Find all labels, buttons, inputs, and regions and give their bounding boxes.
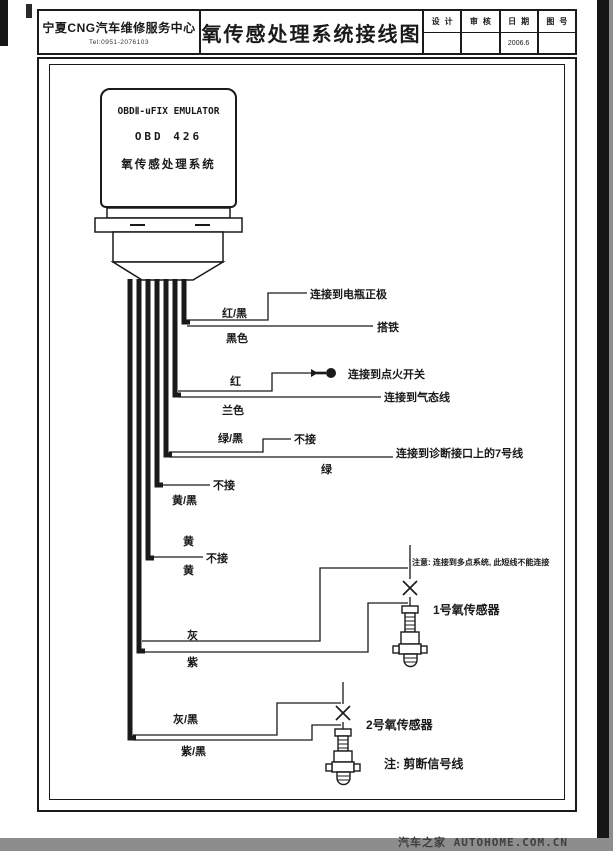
cut-x-icon-1 [402, 580, 418, 596]
ignition-key-icon [311, 368, 336, 378]
scan-artifact-left-bar [0, 0, 8, 46]
field-date-value: 2006.6 [507, 39, 530, 47]
field-drawing-no: 图号 [536, 11, 575, 53]
lead-lines [133, 292, 408, 741]
company-name: 宁夏CNG汽车维修服务中心 [42, 20, 196, 35]
field-date-label: 日期 [500, 11, 537, 33]
conn-battery-positive: 连接到电瓶正极 [310, 289, 387, 301]
cut-x-icon-2 [335, 705, 351, 721]
scan-artifact-bottom-bar [0, 838, 613, 851]
sensor2-branch [325, 682, 361, 786]
field-review: 审核 [460, 11, 499, 53]
conn-not-connected-yellow: 不接 [206, 553, 228, 565]
wire-label-purple: 紫 [187, 657, 198, 669]
wire-bundle [127, 279, 190, 741]
wire-label-blue: 兰色 [222, 405, 244, 417]
drawing-title-cell: 氧传感处理系统接线图 [199, 11, 422, 53]
drawing-frame-inner [49, 64, 565, 800]
scan-artifact-right-bar [597, 0, 609, 838]
conn-ignition-switch: 连接到点火开关 [348, 369, 425, 381]
oxygen-sensor-icon-2 [325, 728, 361, 786]
watermark: 汽车之家 AUTOHOME.COM.CN [398, 836, 568, 849]
company-cell: 宁夏CNG汽车维修服务中心 Tel:0951-2076103 [39, 11, 199, 53]
wire-label-red: 红 [230, 376, 241, 388]
emulator-model-line2: OBD 426 [134, 130, 203, 143]
field-date: 日期 2006.6 [498, 11, 537, 53]
emulator-box: OBDⅡ-uFIX EMULATOR OBD 426 氧传感处理系统 [100, 88, 237, 208]
page-title: 氧传感处理系统接线图 [201, 23, 422, 46]
field-review-label: 审核 [462, 11, 499, 33]
scan-artifact-right-edge [609, 0, 613, 838]
sensor1-branch [392, 545, 428, 668]
conn-not-connected-green-black: 不接 [294, 434, 316, 446]
connector-stack [94, 207, 243, 281]
company-tel: Tel:0951-2076103 [88, 38, 150, 46]
wire-label-purple-black: 紫/黑 [181, 746, 207, 758]
wire-label-red-black: 红/黑 [222, 308, 248, 320]
scan-artifact-speck [26, 4, 32, 18]
wire-label-gray: 灰 [187, 630, 198, 642]
conn-diagnostic-pin7: 连接到诊断接口上的7号线 [396, 448, 524, 460]
wire-label-black: 黑色 [226, 333, 248, 345]
drawing-frame-outer [37, 57, 577, 812]
field-design-label: 设计 [424, 11, 461, 33]
wire-label-yellow-bottom: 黄 [183, 565, 194, 577]
oxygen-sensor-icon-1 [392, 605, 428, 668]
emulator-model-line1: OBDⅡ-uFIX EMULATOR [117, 106, 220, 117]
emulator-model-line3: 氧传感处理系统 [121, 159, 216, 171]
conn-not-connected-yellow-black: 不接 [213, 480, 235, 492]
field-design: 设计 [422, 11, 461, 53]
multi-point-warning-note: 注意: 连接到多点系统, 此短线不能连接 [412, 558, 550, 567]
wire-label-gray-black: 灰/黑 [173, 714, 199, 726]
cut-signal-note: 注: 剪断信号线 [384, 757, 464, 771]
wire-label-yellow-black: 黄/黑 [172, 495, 198, 507]
conn-gas-line: 连接到气态线 [384, 392, 450, 404]
sensor2-label: 2号氧传感器 [366, 718, 433, 732]
title-block: 宁夏CNG汽车维修服务中心 Tel:0951-2076103 氧传感处理系统接线… [37, 9, 577, 55]
wire-label-yellow-top: 黄 [183, 536, 194, 548]
conn-ground: 搭铁 [377, 322, 399, 334]
wire-label-green-black: 绿/黑 [218, 433, 244, 445]
sensor1-label: 1号氧传感器 [433, 603, 500, 617]
wire-label-green: 绿 [321, 464, 332, 476]
field-drawing-no-label: 图号 [538, 11, 575, 33]
